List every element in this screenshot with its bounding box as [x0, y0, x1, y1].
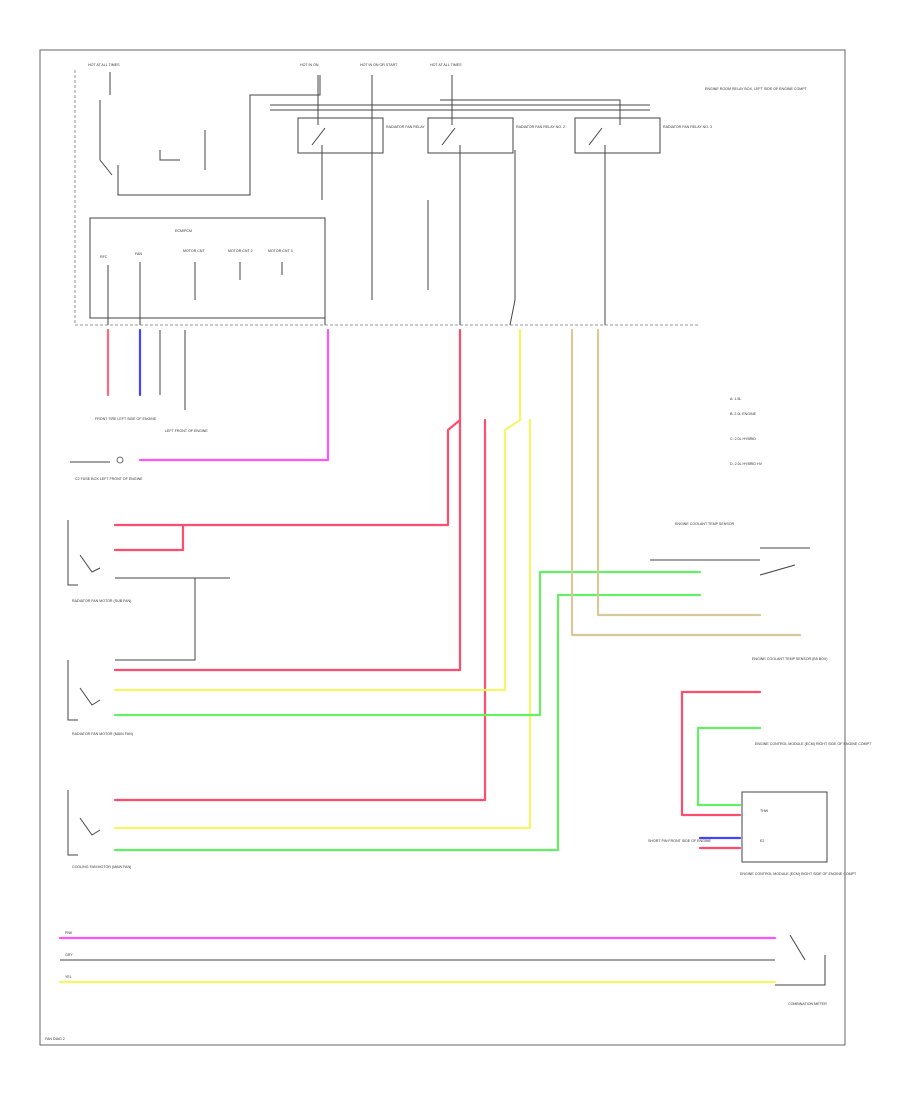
- top-fuse-label-3: HOT IN ON OR START: [360, 63, 398, 67]
- motor-3-label: COOLING FAN MOTOR (MAIN FAN): [72, 865, 131, 869]
- bottom-w1-label: PNK: [65, 931, 73, 935]
- footer-label: FAN DIAG 2: [45, 1037, 65, 1041]
- motor-1: [67, 520, 101, 586]
- small-relay: [159, 130, 206, 170]
- wire-tan-2: [596, 328, 762, 617]
- motor-3: [67, 790, 101, 856]
- right-pin-2: E2: [760, 839, 764, 843]
- wire-green-2: [113, 593, 702, 852]
- top-fuse-label-1: HOT AT ALL TIMES: [88, 63, 120, 67]
- top-fuse-label-2: HOT IN ON: [300, 63, 319, 67]
- relay-2-label: RADIATOR FAN RELAY NO. 2: [516, 125, 565, 129]
- wire-red-right: [680, 690, 762, 817]
- wire-yellow-1: [113, 328, 522, 692]
- motor-2: [67, 660, 101, 721]
- ecm-pin-1: RFC: [100, 255, 108, 259]
- wire-red-branch: [113, 523, 185, 552]
- ecm-pin-5: MOTOR CNT 3: [268, 249, 293, 253]
- bottom-w2-label: GRY: [65, 953, 73, 957]
- bus-lines: [270, 104, 650, 111]
- wire-red-relay2b: [113, 418, 462, 672]
- right-splice-label: SHORT PIN FRONT SIDE OF ENGINE: [648, 839, 712, 843]
- ecm-box: [89, 217, 326, 319]
- top-fuse-label-4: HOT AT ALL TIMES: [430, 63, 462, 67]
- fuse-4-feed: [440, 75, 621, 118]
- wire-red-relay2c: [113, 618, 487, 802]
- splice-connector: [116, 456, 124, 464]
- ecm-pin-3: MOTOR CNT: [183, 249, 205, 253]
- fuse-1-feed: [99, 72, 321, 196]
- relay-box-label: ENGINE ROOM RELAY BOX, LEFT SIDE OF ENGI…: [705, 87, 808, 91]
- wire-tan-1: [570, 328, 802, 637]
- bottom-switch: [775, 934, 826, 986]
- bottom-w3-label: YEL: [65, 975, 72, 979]
- ecm-box-label: ECM/PCM: [175, 229, 192, 233]
- radiator-fan-relay-3: [574, 117, 661, 154]
- relay-1-label: RADIATOR FAN RELAY: [386, 125, 425, 129]
- relay-3-label: RADIATOR FAN RELAY NO. 3: [663, 125, 712, 129]
- wire-yellow-2: [113, 418, 532, 830]
- right-ecu-box: [741, 791, 828, 863]
- note-3: C: 2.0L HYBRID: [730, 437, 756, 441]
- wire-magenta-fuse: [138, 328, 330, 462]
- note-4: D: 2.0L HYBRID HV: [730, 462, 763, 466]
- ground-label-1: FRONT TIRE LEFT SIDE OF ENGINE: [95, 417, 157, 421]
- motor-2-label: RADIATOR FAN MOTOR (MAIN FAN): [72, 732, 133, 736]
- right-sensor-1-label: ENGINE COOLANT TEMP SENSOR: [675, 522, 735, 526]
- wire-black-motor1: [115, 577, 230, 661]
- relay-box-boundary: [74, 70, 700, 326]
- ecm-pin-2: FAN: [135, 252, 142, 256]
- note-2: B: 2.0L ENGINE: [730, 412, 757, 416]
- right-pin-1: THW: [760, 809, 769, 813]
- relay-2-coil-line: [509, 150, 516, 326]
- ground-label-2: LEFT FRONT OF ENGINE: [165, 429, 208, 433]
- note-1: A: 1.5L: [730, 397, 741, 401]
- ecm-pin-4: MOTOR CNT 2: [228, 249, 253, 253]
- radiator-fan-relay-1: [297, 117, 384, 154]
- wire-green-1: [113, 570, 702, 717]
- motor-1-label: RADIATOR FAN MOTOR (SUB FAN): [72, 599, 131, 603]
- splice-label: C2 FUSE BOX LEFT FRONT OF ENGINE: [75, 477, 143, 481]
- right-ecu-footnote: ENGINE CONTROL MODULE (ECM) RIGHT SIDE O…: [740, 872, 857, 876]
- wire-red-relay2: [113, 328, 462, 527]
- bottom-switch-label: COMBINATION METER: [788, 1002, 827, 1006]
- wire-green-right: [696, 726, 762, 807]
- right-ecu-label: ENGINE CONTROL MODULE (ECM) RIGHT SIDE O…: [755, 742, 872, 746]
- radiator-fan-relay-2: [427, 117, 514, 154]
- right-sensor-2-label: ENGINE COOLANT TEMP SENSOR (B5 BOX): [752, 657, 828, 661]
- diagram-frame: [39, 49, 846, 1046]
